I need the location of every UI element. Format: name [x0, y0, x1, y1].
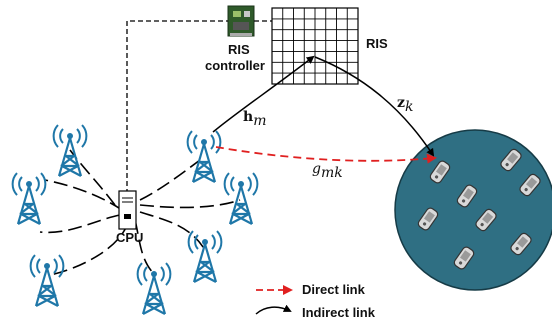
access-point-tower	[29, 253, 65, 308]
access-point-tower	[11, 171, 47, 226]
g-channel-label: gmk	[312, 161, 343, 182]
cpu-server	[118, 190, 137, 230]
ris-controller-label-line2: controller	[205, 58, 265, 73]
ris-controller-label-line1: RIS	[228, 42, 250, 57]
ris-label: RIS	[366, 36, 388, 51]
legend-direct-label: Direct link	[302, 282, 365, 297]
control-link	[126, 20, 228, 194]
ris-panel	[271, 7, 359, 85]
ris-controller-board	[227, 5, 255, 37]
user-cell	[394, 129, 552, 291]
direct-link	[215, 146, 437, 164]
legend-indirect-label: Indirect link	[302, 305, 375, 320]
access-point-tower	[136, 261, 172, 316]
indirect-link-ap-to-ris	[212, 55, 315, 133]
indirect-link-ris-to-users	[314, 56, 435, 157]
h-channel-label: hm	[243, 109, 267, 130]
legend-indirect-swatch	[255, 304, 292, 315]
access-point-tower	[186, 129, 222, 184]
access-point-tower	[187, 229, 223, 284]
cpu-label: CPU	[116, 230, 144, 245]
z-channel-label: zk	[397, 95, 414, 116]
access-point-tower	[223, 171, 259, 226]
